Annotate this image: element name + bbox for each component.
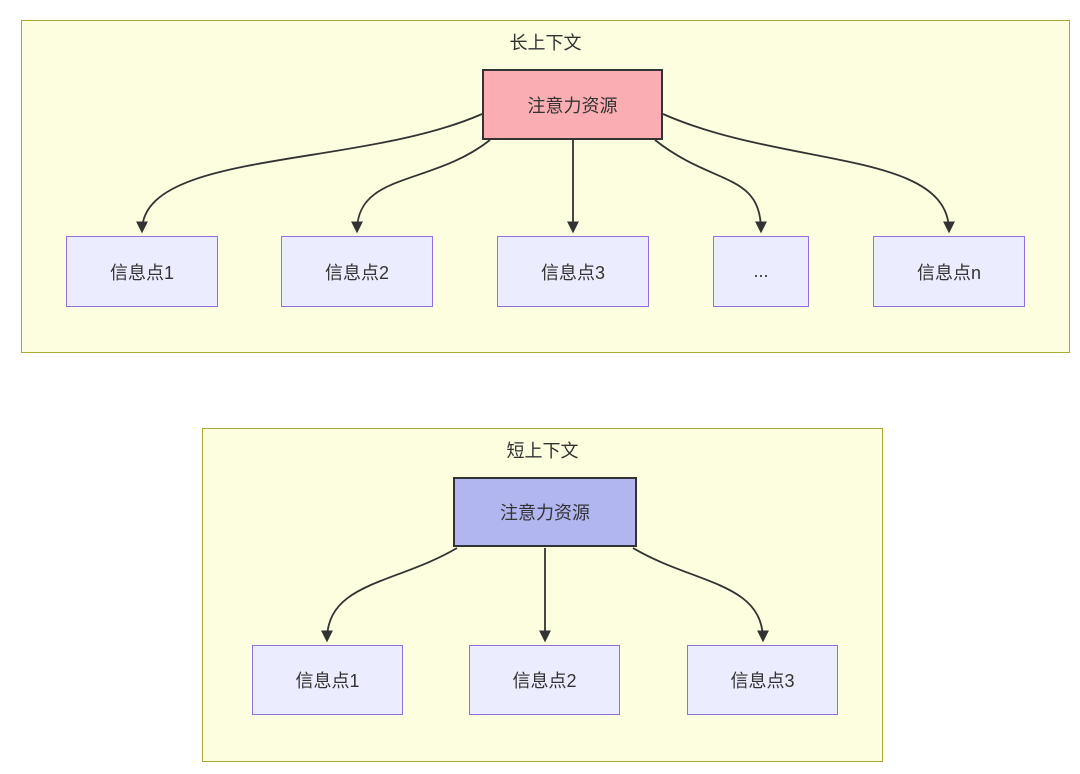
- attention-resource-node-short: 注意力资源: [453, 477, 637, 547]
- info-node-short-1: 信息点1: [252, 645, 403, 715]
- info-node-long-1: 信息点1: [66, 236, 218, 307]
- attention-resource-node-long: 注意力资源: [482, 69, 663, 140]
- info-node-long-2: 信息点2: [281, 236, 433, 307]
- info-node-long-3: 信息点3: [497, 236, 649, 307]
- info-node-short-3: 信息点3: [687, 645, 838, 715]
- info-node-long-n: 信息点n: [873, 236, 1025, 307]
- info-node-short-2: 信息点2: [469, 645, 620, 715]
- cluster-title-long: 长上下文: [509, 33, 582, 53]
- cluster-title-short: 短上下文: [506, 441, 579, 461]
- info-node-long-ellipsis: ...: [713, 236, 809, 307]
